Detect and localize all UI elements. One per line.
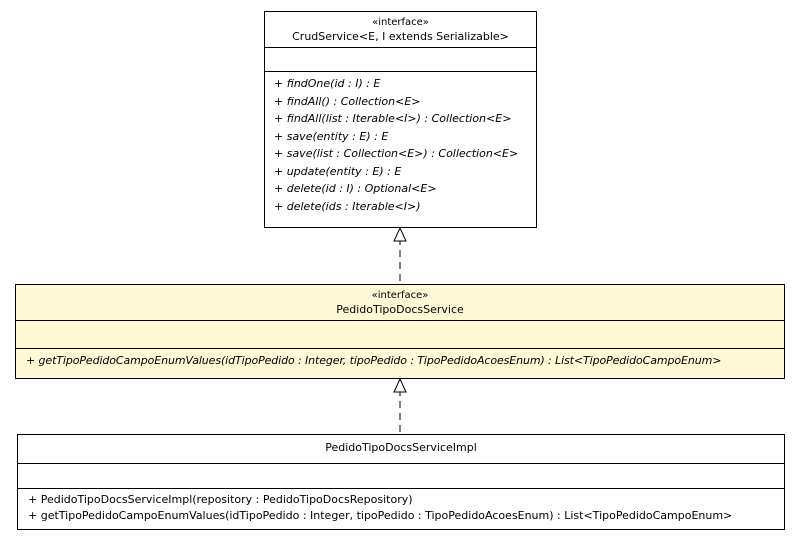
class-pedido-tipo-docs-service-impl[interactable]: PedidoTipoDocsServiceImpl + PedidoTipoDo… (17, 434, 785, 530)
operation: + delete(id : I) : Optional<E> (274, 182, 437, 195)
stereotype-label: «interface» (372, 17, 429, 28)
operation: + findOne(id : I) : E (274, 77, 381, 90)
class-header: «interface» CrudService<E, I extends Ser… (265, 12, 536, 48)
attributes-compartment (16, 321, 784, 349)
operation: + getTipoPedidoCampoEnumValues(idTipoPed… (28, 509, 733, 522)
operation: + PedidoTipoDocsServiceImpl(repository :… (28, 493, 413, 506)
class-name: PedidoTipoDocsService (336, 303, 464, 316)
operation: + delete(ids : Iterable<I>) (274, 199, 421, 213)
operation: + save(entity : E) : E (274, 129, 389, 143)
class-header: «interface» PedidoTipoDocsService (16, 285, 784, 321)
operations-compartment: + findOne(id : I) : E + findAll() : Coll… (265, 72, 536, 218)
operation: + findAll() : Collection<E> (274, 94, 421, 108)
realization-arrowhead-crud (393, 226, 407, 242)
operations-compartment: + PedidoTipoDocsServiceImpl(repository :… (18, 489, 784, 527)
operation: + save(list : Collection<E>) : Collectio… (274, 147, 519, 160)
operations-compartment: + getTipoPedidoCampoEnumValues(idTipoPed… (16, 349, 784, 373)
attributes-compartment (18, 464, 784, 489)
class-header: PedidoTipoDocsServiceImpl (18, 435, 784, 464)
realization-arrowhead-service (393, 377, 407, 393)
class-name: PedidoTipoDocsServiceImpl (325, 441, 477, 454)
attributes-compartment (265, 48, 536, 72)
class-name: CrudService<E, I extends Serializable> (292, 30, 509, 43)
stereotype-label: «interface» (371, 290, 429, 301)
operation: + findAll(list : Iterable<I>) : Collecti… (274, 112, 512, 125)
class-pedido-tipo-docs-service[interactable]: «interface» PedidoTipoDocsService + getT… (15, 284, 785, 379)
operation: + getTipoPedidoCampoEnumValues(idTipoPed… (26, 354, 722, 367)
class-crud-service[interactable]: «interface» CrudService<E, I extends Ser… (264, 11, 537, 228)
operation: + update(entity : E) : E (274, 164, 402, 178)
